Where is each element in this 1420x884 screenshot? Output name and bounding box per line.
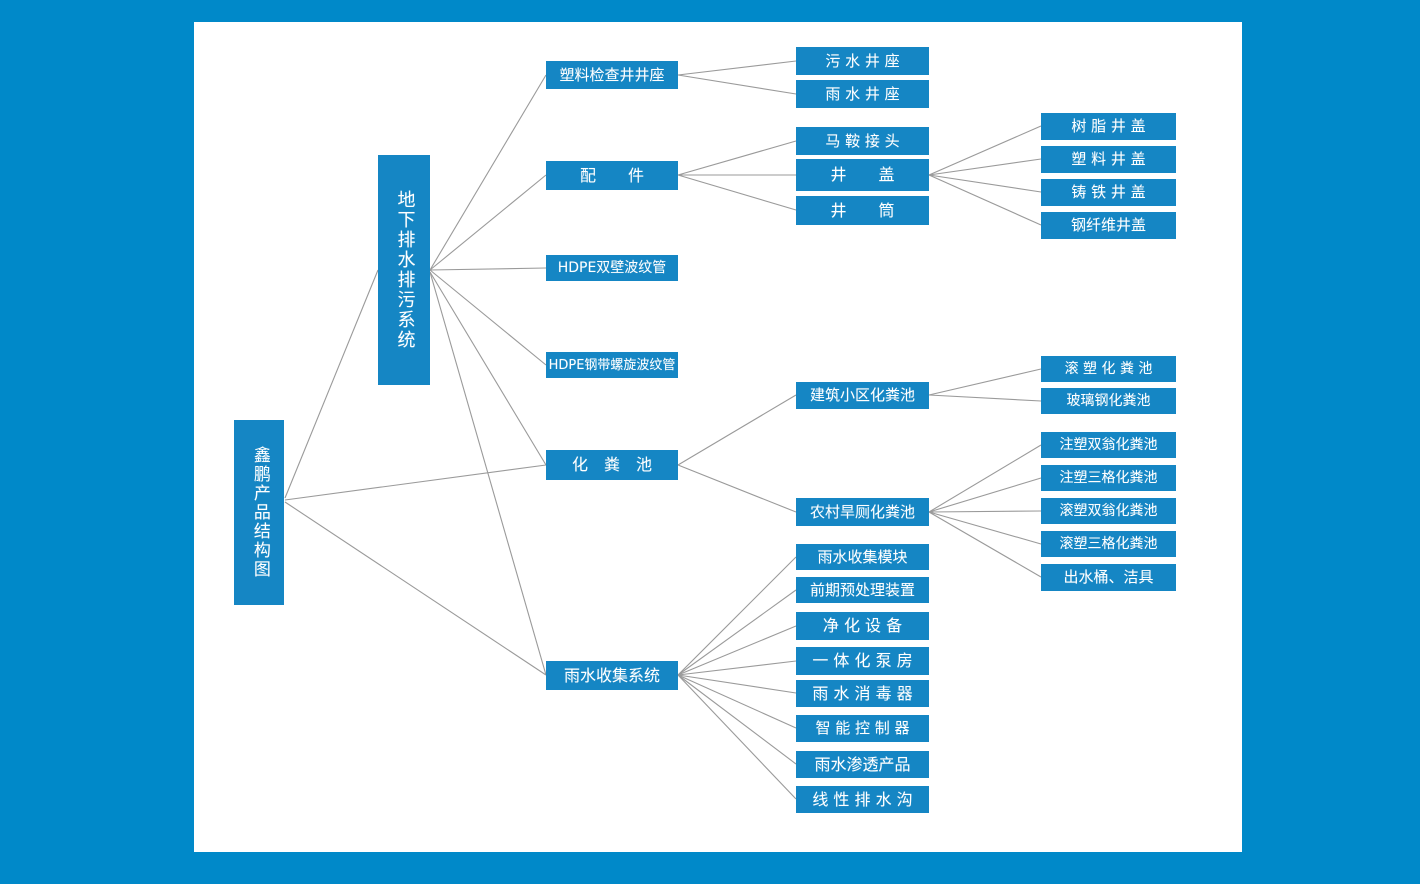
node-resin-manhole-cover[interactable]: 树 脂 井 盖 <box>1041 113 1176 140</box>
node-rainwater-infiltration-products[interactable]: 雨水渗透产品 <box>796 751 929 778</box>
node-saddle-joint[interactable]: 马 鞍 接 头 <box>796 127 929 155</box>
node-rotomolded-three-compartment-septic-tank[interactable]: 滚塑三格化粪池 <box>1041 531 1176 557</box>
node-rotomolded-septic-tank[interactable]: 滚 塑 化 粪 池 <box>1041 356 1176 382</box>
node-integrated-pump-house[interactable]: 一 体 化 泵 房 <box>796 647 929 675</box>
node-hdpe-double-wall-corrugated-pipe[interactable]: HDPE双壁波纹管 <box>546 255 678 281</box>
node-linear-drainage-channel[interactable]: 线 性 排 水 沟 <box>796 786 929 813</box>
node-rainwater-collection-module[interactable]: 雨水收集模块 <box>796 544 929 570</box>
node-residential-community-septic-tank[interactable]: 建筑小区化粪池 <box>796 382 929 409</box>
node-rotomolded-double-urn-septic-tank[interactable]: 滚塑双翁化粪池 <box>1041 498 1176 524</box>
node-manhole-cover[interactable]: 井 盖 <box>796 159 929 191</box>
node-injection-three-compartment-septic-tank[interactable]: 注塑三格化粪池 <box>1041 465 1176 491</box>
node-rural-dry-toilet-septic-tank[interactable]: 农村旱厕化粪池 <box>796 498 929 526</box>
node-plastic-inspection-well-base[interactable]: 塑料检查井井座 <box>546 61 678 89</box>
node-injection-double-urn-septic-tank[interactable]: 注塑双翁化粪池 <box>1041 432 1176 458</box>
node-fittings[interactable]: 配 件 <box>546 161 678 190</box>
node-frp-septic-tank[interactable]: 玻璃钢化粪池 <box>1041 388 1176 414</box>
node-sewage-well-base[interactable]: 污 水 井 座 <box>796 47 929 75</box>
node-root[interactable]: 鑫鹏产品结构图 <box>234 420 284 605</box>
node-plastic-manhole-cover[interactable]: 塑 料 井 盖 <box>1041 146 1176 173</box>
node-rainwater-disinfector[interactable]: 雨 水 消 毒 器 <box>796 680 929 707</box>
node-underground-drainage-system[interactable]: 地下排水排污系统 <box>378 155 430 385</box>
node-cast-iron-manhole-cover[interactable]: 铸 铁 井 盖 <box>1041 179 1176 206</box>
node-pre-treatment-device[interactable]: 前期预处理装置 <box>796 577 929 603</box>
node-rainwater-well-base[interactable]: 雨 水 井 座 <box>796 80 929 108</box>
node-smart-controller[interactable]: 智 能 控 制 器 <box>796 715 929 742</box>
node-rainwater-collection-system[interactable]: 雨水收集系统 <box>546 661 678 690</box>
node-septic-tank[interactable]: 化 粪 池 <box>546 450 678 480</box>
node-purification-equipment[interactable]: 净 化 设 备 <box>796 612 929 640</box>
node-outlet-bucket-and-sanitary-ware[interactable]: 出水桶、洁具 <box>1041 564 1176 591</box>
node-well-shaft[interactable]: 井 筒 <box>796 196 929 225</box>
node-hdpe-steel-spiral-corrugated-pipe[interactable]: HDPE钢带螺旋波纹管 <box>546 352 678 378</box>
node-steel-fiber-manhole-cover[interactable]: 钢纤维井盖 <box>1041 212 1176 239</box>
